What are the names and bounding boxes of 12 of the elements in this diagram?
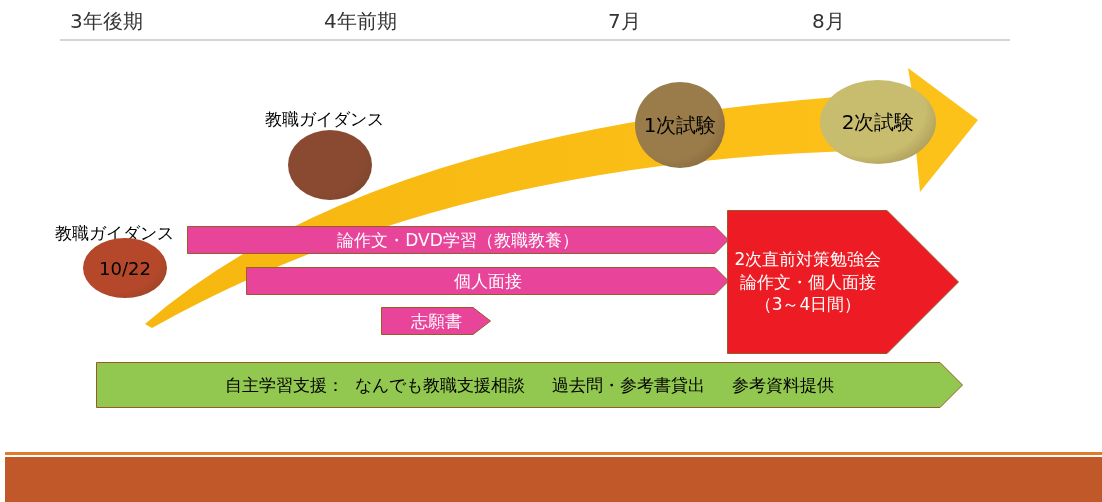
arrow-banner: 2次直前対策勉強会論作文・個人面接（3～4日間） bbox=[727, 210, 959, 354]
circle-label: 2次試験 bbox=[820, 80, 936, 164]
arrow-banner: 志願書 bbox=[381, 307, 491, 335]
arrow-banner: 個人面接 bbox=[246, 267, 729, 295]
period-label: 3年後期 bbox=[70, 8, 143, 35]
period-label: 8月 bbox=[812, 8, 845, 35]
circle-label: 1次試験 bbox=[635, 82, 725, 168]
heading-text: 教職ガイダンス bbox=[265, 108, 384, 131]
arrow-banner: 自主学習支援： なんでも教職支援相談 過去問・参考書貸出 参考資料提供 bbox=[96, 362, 963, 408]
period-label: 4年前期 bbox=[324, 8, 397, 35]
arrow-banner: 論作文・DVD学習（教職教養） bbox=[187, 226, 729, 254]
period-label: 7月 bbox=[608, 8, 641, 35]
